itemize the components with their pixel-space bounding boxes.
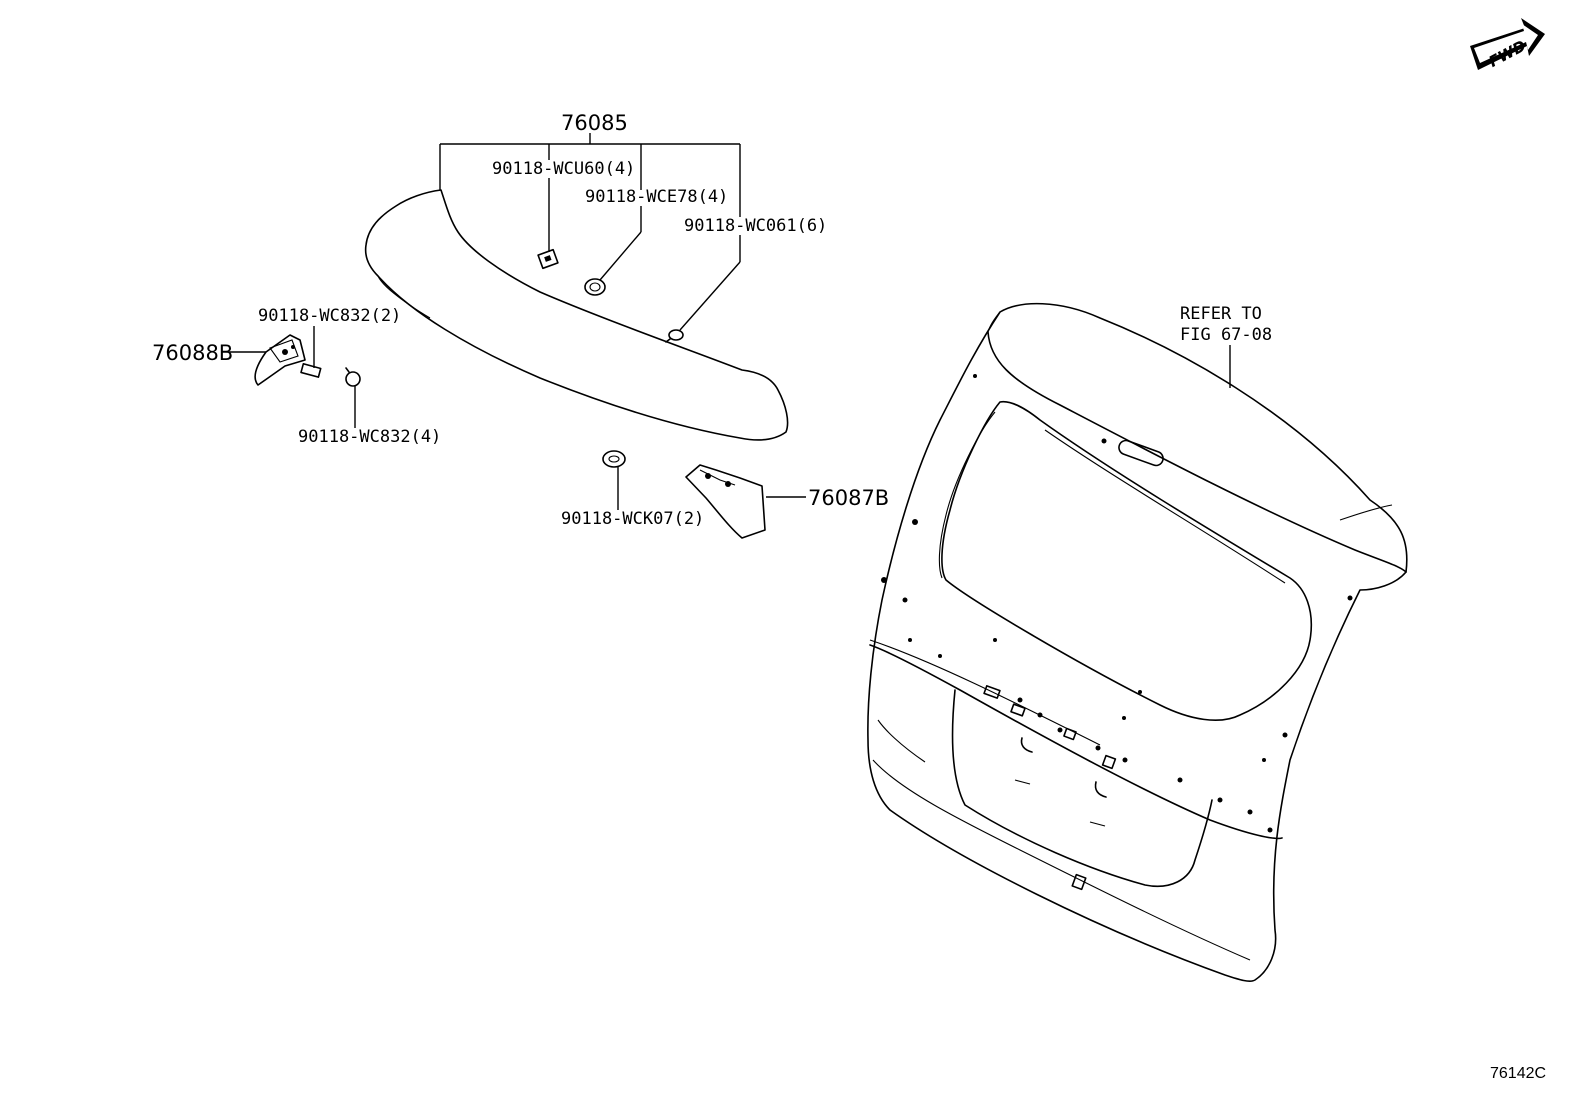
clip-wc832-4 xyxy=(345,367,361,387)
label-90118-wc832-2: 90118-WC832(2) xyxy=(258,306,401,326)
bracket-76087b xyxy=(685,464,766,539)
door-holes xyxy=(881,374,1353,833)
label-90118-wc061: 90118-WC061(6) xyxy=(684,216,827,236)
label-assembly-76085: 76085 xyxy=(561,111,628,135)
label-90118-wck07: 90118-WCK07(2) xyxy=(561,509,704,529)
grommet-wce78 xyxy=(584,278,606,296)
rear-spoiler xyxy=(364,189,789,441)
screw-wc061 xyxy=(665,329,684,343)
label-90118-wcu60: 90118-WCU60(4) xyxy=(492,159,635,179)
clip-wck07 xyxy=(602,450,626,468)
label-part-76087b: 76087B xyxy=(808,486,889,510)
clip-wcu60 xyxy=(537,248,559,270)
assembly-callout xyxy=(439,133,741,331)
label-refer-to: REFER TO xyxy=(1180,304,1262,324)
label-refer-fig: FIG 67-08 xyxy=(1180,325,1272,345)
bracket-76088b xyxy=(254,334,306,386)
clip-wc832-2 xyxy=(300,363,322,378)
label-part-76088b: 76088B xyxy=(152,341,233,365)
label-90118-wc832-4: 90118-WC832(4) xyxy=(298,427,441,447)
label-90118-wce78: 90118-WCE78(4) xyxy=(585,187,728,207)
forward-arrow-icon: FWD xyxy=(1470,18,1545,71)
figure-number: 76142C xyxy=(1490,1065,1546,1082)
back-door-panel xyxy=(867,302,1408,982)
